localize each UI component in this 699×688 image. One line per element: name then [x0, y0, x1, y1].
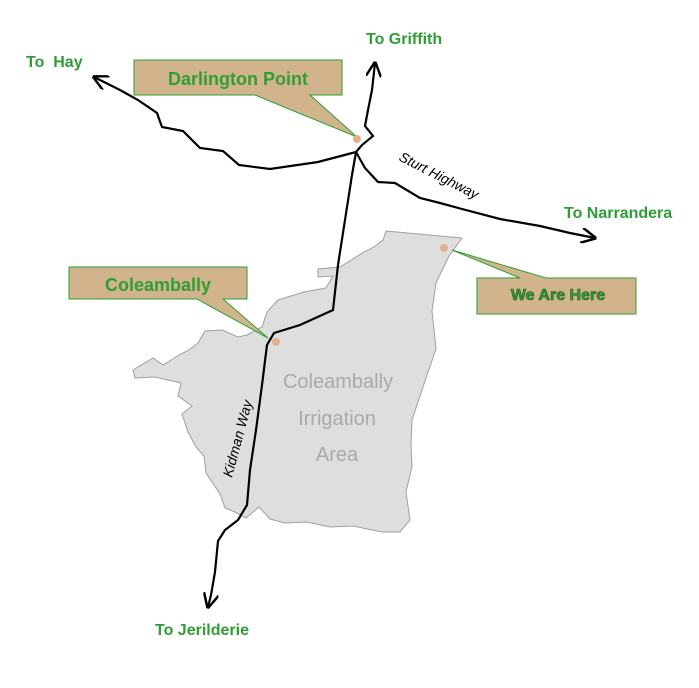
area-label-line3: Area — [316, 444, 359, 466]
area-label-line1: Coleambally — [283, 371, 393, 393]
to-hay-label: To Hay — [26, 54, 83, 71]
callout-coleambally-label: Coleambally — [105, 275, 211, 295]
callout-we-are-here-label: We Are Here — [511, 287, 605, 304]
irrigation-area — [132, 230, 463, 533]
to-narrandera-label: To Narrandera — [564, 205, 672, 222]
callout-darlington-point: Darlington Point — [133, 59, 358, 138]
callout-darlington-point-label: Darlington Point — [168, 69, 308, 89]
callout-coleambally: Coleambally — [68, 266, 269, 339]
callout-we-are-here: We Are Here — [451, 249, 637, 315]
darlington-point-dot — [353, 135, 361, 143]
area-label-line2: Irrigation — [298, 408, 376, 430]
kidman-way — [208, 151, 358, 607]
sturt-highway-east — [355, 151, 595, 238]
griffith-road — [355, 63, 375, 153]
coleambally-dot — [272, 338, 280, 346]
to-griffith-label: To Griffith — [366, 31, 442, 48]
we-are-here-dot — [440, 244, 448, 252]
sturt-highway-label: Sturt Highway — [397, 148, 483, 202]
sturt-highway-west — [94, 77, 357, 171]
to-jerilderie-label: To Jerilderie — [155, 622, 249, 639]
